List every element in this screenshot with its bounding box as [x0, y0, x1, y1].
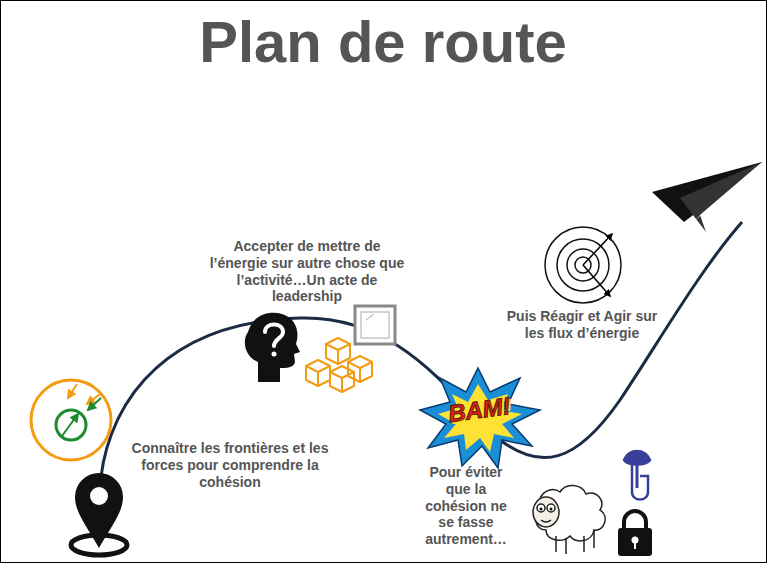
step-note: Connaître les frontières et les forces p…	[118, 440, 343, 490]
sheep-icon	[533, 485, 605, 554]
thinking-head	[245, 313, 300, 382]
step-note: Accepter de mettre de l’énergie sur autr…	[205, 238, 410, 305]
location-pin	[71, 473, 127, 555]
hand-icon	[624, 451, 650, 500]
forces-symbol	[31, 380, 111, 460]
lock-icon	[618, 511, 652, 556]
picture-frame	[355, 306, 395, 344]
title: Plan de route	[199, 8, 566, 75]
paper-plane	[652, 162, 762, 232]
target-icon	[545, 227, 621, 303]
comic-burst	[420, 368, 540, 468]
step-note: Puis Réagir et Agir sur les flux d’énerg…	[500, 308, 665, 342]
step-note: Pour éviter que la cohésion ne se fasse …	[419, 464, 514, 548]
road-curve	[100, 222, 742, 490]
cubes-icon	[306, 338, 372, 392]
